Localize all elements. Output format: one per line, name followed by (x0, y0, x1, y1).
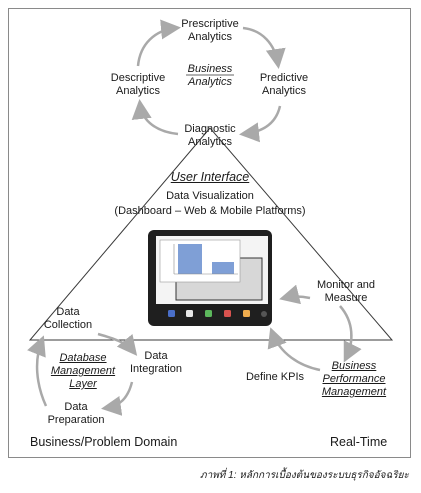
arrow-collection-to-integration (97, 332, 138, 356)
arrow-predictive-to-diagnostic (239, 105, 282, 143)
arrow-to-monitor (279, 284, 311, 305)
tablet-home-button (261, 311, 267, 317)
label-diagnostic-analytics: Diagnostic Analytics (184, 123, 236, 148)
label-data-integration: Data Integration (130, 350, 182, 375)
label-define-kpis: Define KPIs (245, 371, 305, 383)
label-user-interface: User Interface (170, 170, 250, 184)
arrow-diagnostic-to-descriptive (131, 99, 179, 136)
label-database-management-layer: Database Management Layer (50, 352, 116, 390)
arrow-preparation-to-collection (27, 335, 48, 407)
dock-icon-4 (224, 310, 231, 317)
dock-icon-2 (186, 310, 193, 317)
label-business-performance-management: Business Performance Management (321, 360, 387, 398)
label-data-collection: Data Collection (43, 306, 93, 331)
figure-caption: ภาพที่ 1: หลักการเบื้องต้นของระบบธุรกิจอ… (200, 470, 409, 481)
label-data-visualization: Data Visualization (166, 190, 254, 202)
label-business-problem-domain: Business/Problem Domain (30, 435, 178, 449)
label-monitor-measure: Monitor and Measure (316, 279, 376, 304)
label-descriptive-analytics: Descriptive Analytics (110, 72, 166, 97)
label-predictive-analytics: Predictive Analytics (259, 72, 309, 97)
dock-icon-3 (205, 310, 212, 317)
domain-triangle (28, 127, 394, 341)
diagram-frame (8, 8, 411, 458)
label-dashboard-platforms: (Dashboard – Web & Mobile Platforms) (114, 205, 306, 217)
label-prescriptive-analytics: Prescriptive Analytics (181, 18, 239, 43)
arrow-descriptive-to-prescriptive (136, 19, 181, 67)
arrow-prescriptive-to-predictive (242, 26, 286, 69)
label-data-preparation: Data Preparation (47, 401, 105, 426)
label-real-time: Real-Time (330, 435, 388, 449)
chart-bar-2 (212, 262, 234, 274)
arrow-integration-to-preparation (101, 381, 134, 416)
dock-icon-5 (243, 310, 250, 317)
tablet-device (148, 230, 272, 326)
arrow-monitor-to-bpm (339, 305, 362, 363)
label-business-analytics: Business Analytics (187, 63, 233, 88)
dock-icon-1 (168, 310, 175, 317)
arrow-bpm-to-kpis (267, 327, 321, 372)
chart-bar-1 (178, 244, 202, 274)
